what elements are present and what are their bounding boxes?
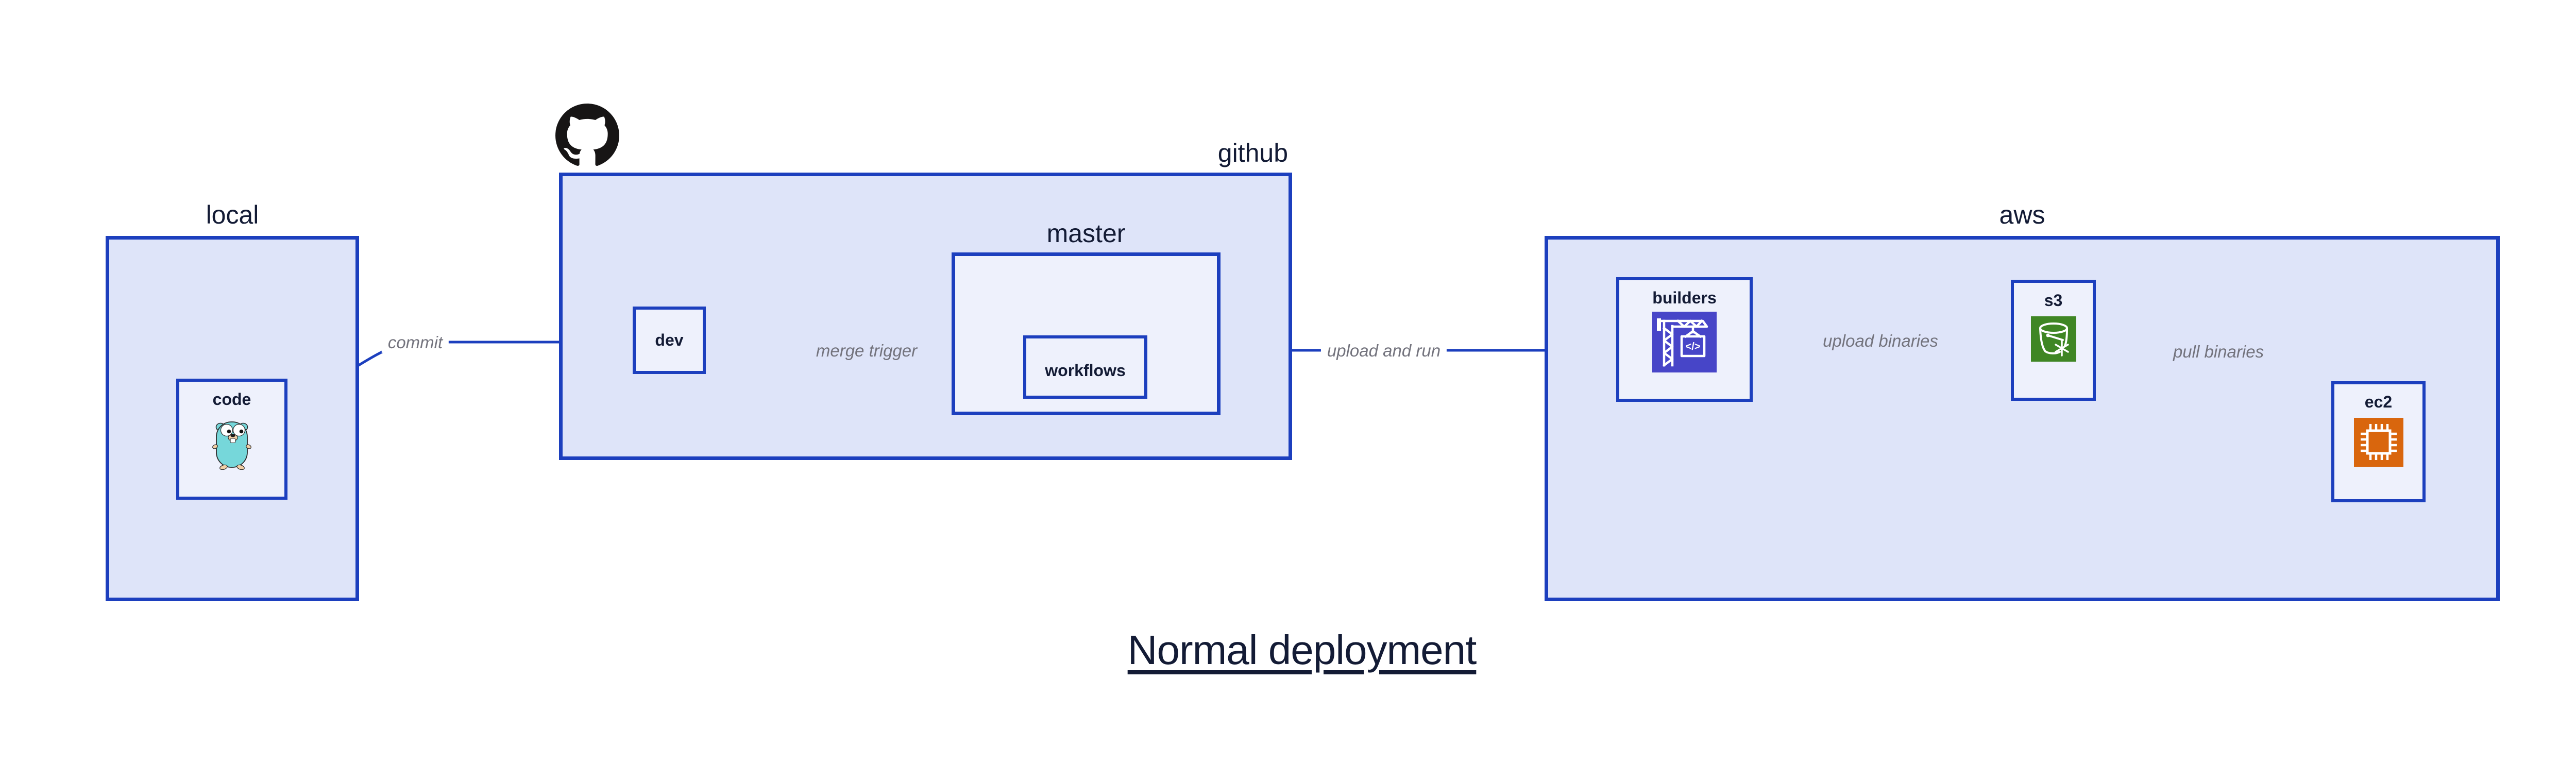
- workflows-node: workflows: [1023, 335, 1147, 399]
- edge-commit-label: commit: [381, 332, 449, 353]
- dev-node: dev: [633, 307, 706, 374]
- builders-node-label: builders: [1652, 288, 1717, 307]
- ec2-node: ec2: [2331, 381, 2426, 502]
- github-octocat-icon: [555, 104, 619, 166]
- builders-node: builders </>: [1616, 277, 1753, 402]
- edge-merge-trigger-label: merge trigger: [809, 340, 924, 362]
- code-brackets-glyph: </>: [1686, 341, 1701, 352]
- s3-glacier-bucket-icon: [2030, 316, 2076, 362]
- edge-upload-binaries-label: upload binaries: [1817, 330, 1944, 352]
- edge-pull-binaries-label: pull binaries: [2166, 341, 2270, 363]
- master-group-label: master: [1046, 219, 1126, 248]
- aws-group-label: aws: [1999, 200, 2045, 229]
- local-group-label: local: [206, 200, 259, 229]
- code-node: code: [176, 379, 287, 500]
- codebuild-crane-icon: </>: [1652, 312, 1717, 372]
- ec2-chip-icon: [2353, 418, 2403, 467]
- code-node-label: code: [212, 390, 251, 409]
- s3-node-label: s3: [2044, 291, 2063, 310]
- ec2-node-label: ec2: [2364, 393, 2393, 411]
- github-group-label: github: [1217, 139, 1288, 167]
- go-gopher-icon: [212, 421, 251, 470]
- workflows-node-label: workflows: [1045, 361, 1126, 380]
- edge-upload-and-run-label: upload and run: [1320, 340, 1447, 362]
- dev-node-label: dev: [655, 331, 684, 349]
- page-title: Normal deployment: [1127, 627, 1477, 673]
- s3-node: s3: [2011, 280, 2096, 401]
